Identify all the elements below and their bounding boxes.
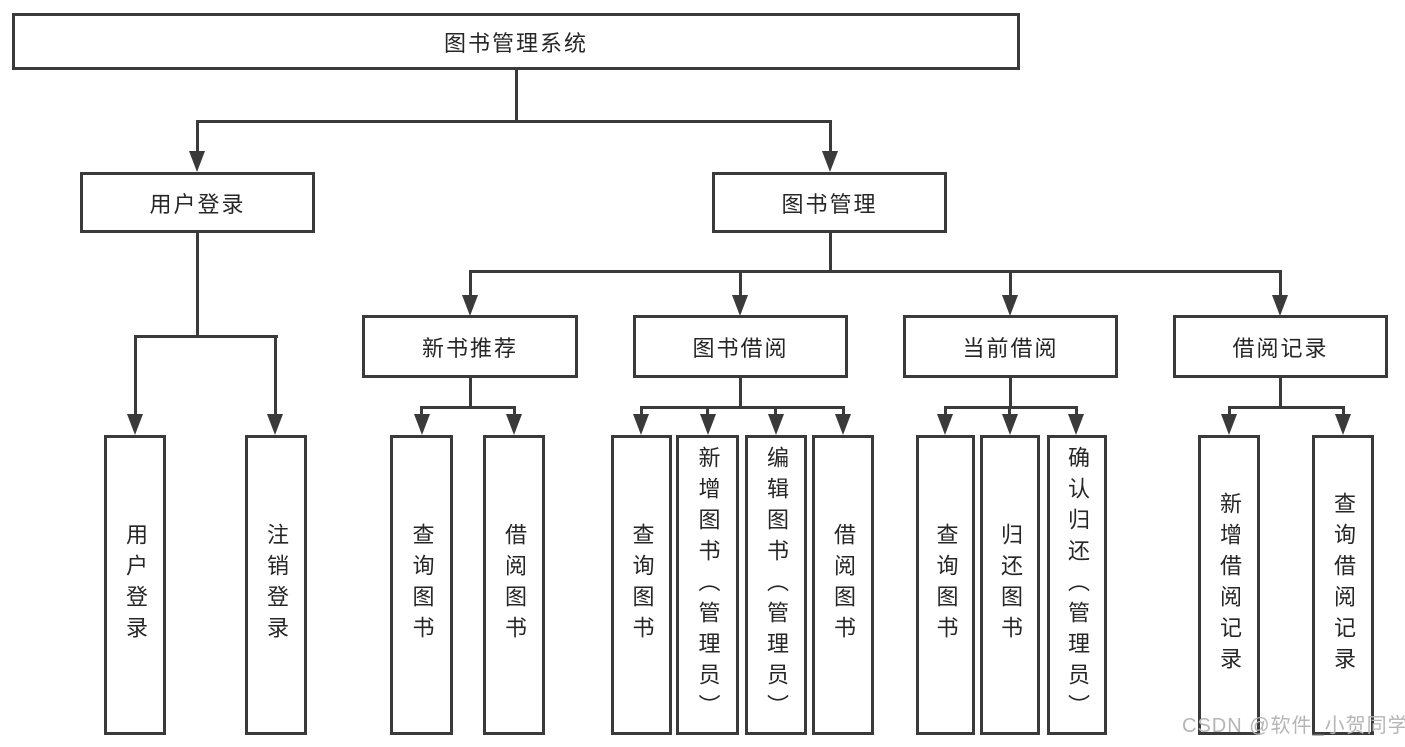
connector-new-book-drop (469, 270, 472, 298)
node-current-borrowing: 当前借阅 (903, 315, 1118, 378)
node-user-login-label: 用户登录 (149, 191, 246, 217)
leaf-query-books-current-label: 查询图书 (933, 523, 959, 647)
node-user-login: 用户登录 (80, 172, 315, 233)
connector-group-borrowing-stem (739, 377, 742, 409)
arrowhead-leaf-query-record (1335, 414, 1351, 435)
connector-book-management-drop (829, 120, 832, 153)
connector-current-borrow-drop (1009, 270, 1012, 298)
connector-user-login-drop (196, 120, 199, 153)
connector-leaf-confirm-return-drop (1075, 406, 1078, 417)
leaf-user-login: 用户登录 (104, 435, 166, 735)
connector-group-current-horizontal (944, 406, 1078, 409)
connector-leaf-add-books-drop (706, 406, 709, 417)
connector-group-borrowing-horizontal (640, 406, 845, 409)
leaf-add-borrow-record-label: 新增借阅记录 (1217, 492, 1242, 678)
arrowhead-leaf-return-books (1002, 414, 1018, 435)
node-book-borrowing-label: 图书借阅 (692, 335, 789, 361)
connector-level2-horizontal (196, 120, 832, 123)
node-book-management-label: 图书管理 (781, 191, 878, 217)
connector-leaf-query-record-drop (1342, 406, 1345, 417)
arrowhead-borrow-records (1272, 295, 1288, 316)
leaf-user-login-label: 用户登录 (123, 523, 148, 647)
arrowhead-leaf-borrow-borrowing (835, 414, 851, 435)
connector-book-borrow-drop (739, 270, 742, 298)
arrowhead-leaf-add-record (1221, 414, 1237, 435)
connector-user-login-stem (196, 232, 199, 338)
node-borrowing-records-label: 借阅记录 (1232, 335, 1329, 361)
connector-leaf-borrow-borrowing-drop (842, 406, 845, 417)
leaf-return-books-label: 归还图书 (998, 523, 1023, 647)
node-borrowing-records: 借阅记录 (1173, 315, 1388, 378)
leaf-edit-books-admin-label: 编辑图书（管理员） (764, 445, 789, 725)
arrowhead-leaf-edit-books (768, 414, 784, 435)
leaf-return-books: 归还图书 (980, 435, 1040, 735)
connector-root-stem (515, 70, 518, 120)
connector-level3-horizontal (469, 270, 1282, 273)
node-book-management: 图书管理 (712, 172, 947, 233)
arrowhead-current-borrow (1002, 295, 1018, 316)
connector-leaf-query-recommend-drop (420, 406, 423, 417)
arrowhead-user-login (189, 151, 205, 172)
leaf-logout-label: 注销登录 (264, 523, 289, 647)
leaf-confirm-return-admin-label: 确认归还（管理员） (1065, 445, 1090, 725)
arrowhead-leaf-query-current (937, 414, 953, 435)
leaf-query-books-recommend: 查询图书 (390, 435, 453, 735)
arrowhead-leaf-borrow-recommend (506, 414, 522, 435)
leaf-add-books-admin-label: 新增图书（管理员） (695, 445, 721, 725)
connector-leaf-return-books-drop (1008, 406, 1011, 417)
leaf-edit-books-admin: 编辑图书（管理员） (745, 435, 807, 735)
leaf-borrow-books-borrowing: 借阅图书 (812, 435, 874, 735)
leaf-logout: 注销登录 (245, 435, 307, 735)
node-root: 图书管理系统 (12, 13, 1020, 70)
leaf-borrow-books-recommend-label: 借阅图书 (502, 523, 527, 647)
connector-group-recommend-stem (469, 377, 472, 409)
arrowhead-leaf-confirm-return (1068, 414, 1084, 435)
watermark-text: CSDN @软件_小贺同学 (1182, 715, 1405, 737)
leaf-borrow-books-recommend: 借阅图书 (483, 435, 545, 735)
leaf-query-borrow-record-label: 查询借阅记录 (1331, 492, 1356, 678)
arrowhead-leaf-user-login (127, 414, 143, 435)
leaf-add-borrow-record: 新增借阅记录 (1198, 435, 1260, 735)
connector-leaf-add-record-drop (1228, 406, 1231, 417)
node-book-borrowing: 图书借阅 (633, 315, 848, 378)
leaf-query-books-borrowing: 查询图书 (611, 435, 672, 735)
connector-leaf-borrow-recommend-drop (513, 406, 516, 417)
leaf-query-books-borrowing-label: 查询图书 (629, 523, 655, 647)
arrowhead-book-borrow (732, 295, 748, 316)
node-current-borrowing-label: 当前借阅 (962, 335, 1059, 361)
node-new-book-recommend-label: 新书推荐 (421, 335, 518, 361)
connector-group-current-stem (1009, 377, 1012, 409)
connector-group-records-stem (1279, 377, 1282, 409)
arrowhead-leaf-query-borrowing (633, 414, 649, 435)
arrowhead-book-management (822, 151, 838, 172)
leaf-confirm-return-admin: 确认归还（管理员） (1047, 435, 1107, 735)
arrowhead-leaf-add-books (700, 414, 716, 435)
connector-leaf-query-borrowing-drop (640, 406, 643, 417)
connector-borrow-records-drop (1279, 270, 1282, 298)
connector-group-records-horizontal (1228, 406, 1345, 409)
node-root-label: 图书管理系统 (443, 30, 588, 56)
arrowhead-leaf-query-recommend (414, 414, 430, 435)
leaf-add-books-admin: 新增图书（管理员） (676, 435, 739, 735)
connector-user-login-horizontal (134, 335, 278, 338)
leaf-query-borrow-record: 查询借阅记录 (1312, 435, 1374, 735)
connector-leaf-user-login-drop (134, 335, 137, 415)
arrowhead-leaf-logout (267, 414, 283, 435)
leaf-query-books-recommend-label: 查询图书 (409, 523, 435, 647)
node-new-book-recommend: 新书推荐 (362, 315, 578, 378)
connector-leaf-edit-books-drop (774, 406, 777, 417)
leaf-query-books-current: 查询图书 (916, 435, 975, 735)
leaf-borrow-books-borrowing-label: 借阅图书 (831, 523, 856, 647)
arrowhead-new-book (462, 295, 478, 316)
connector-leaf-query-current-drop (944, 406, 947, 417)
connector-book-management-stem (829, 232, 832, 273)
connector-leaf-logout-drop (274, 335, 277, 415)
connector-group-recommend-horizontal (421, 406, 516, 409)
